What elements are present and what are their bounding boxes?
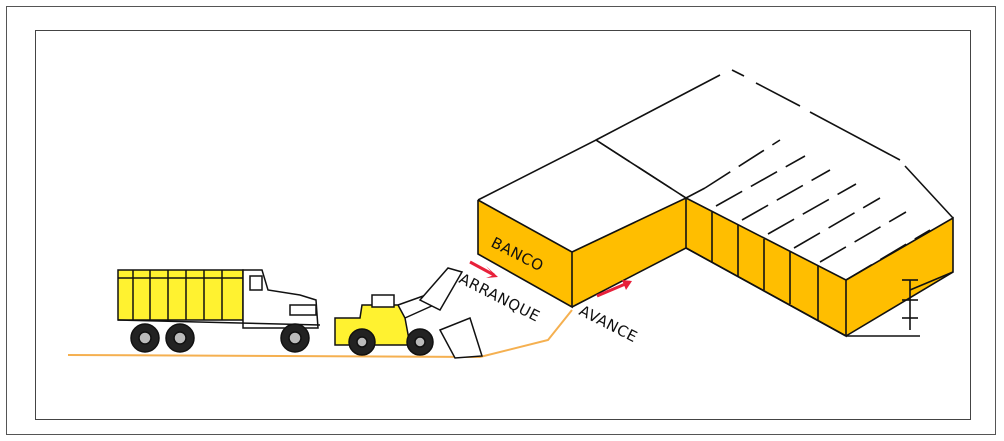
loader-arm: [418, 267, 464, 311]
rock-bench: [477, 69, 954, 338]
loader-wheels: [348, 328, 434, 356]
truck-wheels: [130, 323, 310, 353]
arranque-arrow: [469, 260, 498, 278]
bench-far-face: [686, 198, 846, 336]
dump-truck: [117, 269, 321, 353]
bench-end-face: [846, 218, 953, 336]
bench-side-face: [572, 198, 686, 307]
ground-line: [67, 309, 573, 359]
drawing-frame: [35, 30, 971, 420]
loader-bucket: [438, 317, 484, 359]
bench-top-edge: [477, 139, 687, 201]
label-avance: AVANCE: [576, 302, 640, 347]
wheel-loader: [334, 267, 484, 359]
outer-frame: [6, 6, 996, 435]
avance-arrow: [596, 280, 632, 298]
bench-front-face: [478, 200, 572, 307]
